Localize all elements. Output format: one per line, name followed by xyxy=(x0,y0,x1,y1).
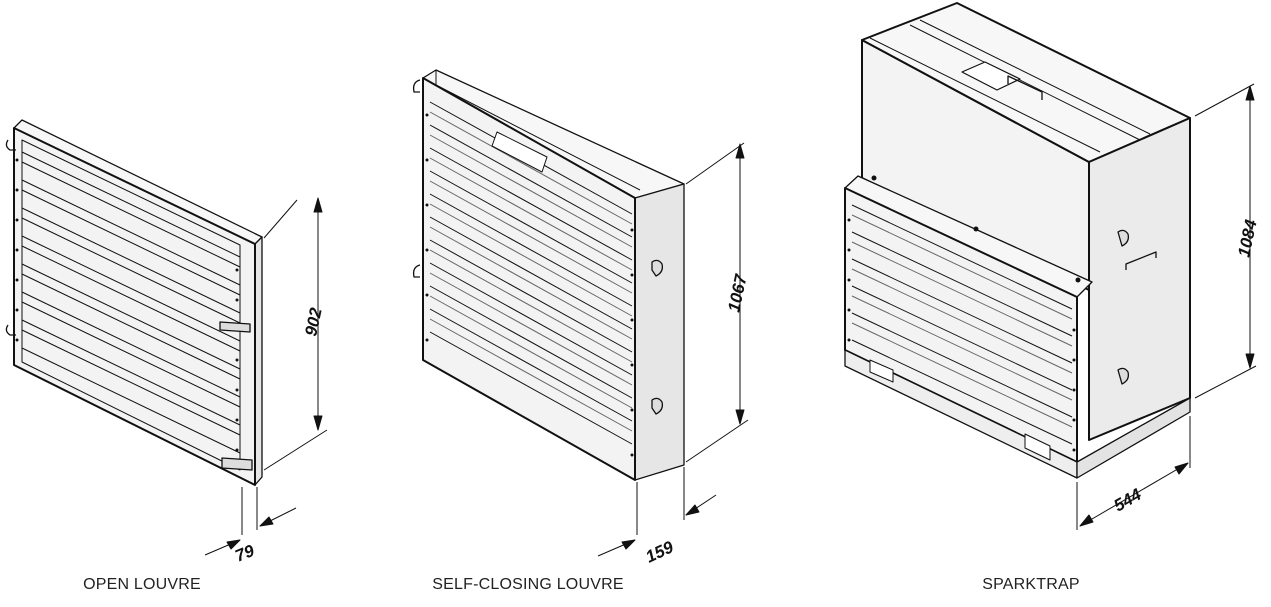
open-louvre-drawing: 902 79 xyxy=(5,119,328,566)
sparktrap-height-label: 1084 xyxy=(1234,217,1261,258)
open-louvre-brackets xyxy=(5,139,253,471)
open-louvre-rivets xyxy=(15,158,239,452)
sparktrap-width-dimension xyxy=(1076,416,1191,530)
caption-sparktrap: SPARKTRAP xyxy=(982,576,1080,593)
self-closing-top-panel xyxy=(491,131,548,173)
self-closing-height-label: 1067 xyxy=(724,271,751,313)
open-louvre-depth-dimension xyxy=(204,487,297,556)
caption-open-louvre: OPEN LOUVRE xyxy=(83,576,201,593)
self-closing-front xyxy=(422,77,636,481)
sparktrap-top-seams xyxy=(869,19,1151,153)
open-louvre-slats xyxy=(21,151,241,454)
sparktrap-top-handle xyxy=(961,61,1043,100)
sparktrap-rivets xyxy=(847,175,1081,452)
self-closing-height-dimension xyxy=(685,142,749,463)
sparktrap-side xyxy=(1088,117,1191,441)
sparktrap-height-dimension xyxy=(1194,83,1257,399)
self-closing-rivets xyxy=(425,113,634,457)
sparktrap-slats xyxy=(851,204,1073,445)
open-louvre-side xyxy=(254,236,263,486)
self-closing-slats xyxy=(429,101,633,445)
caption-self-closing-louvre: SELF-CLOSING LOUVRE xyxy=(432,576,624,593)
self-closing-louvre-drawing: 1067 159 xyxy=(412,69,751,567)
open-louvre-height-dimension xyxy=(263,197,328,471)
sparktrap-side-fittings xyxy=(1117,229,1157,385)
open-louvre-front xyxy=(13,127,256,486)
open-louvre-frame xyxy=(21,139,241,471)
sparktrap-width-label: 544 xyxy=(1111,485,1146,516)
self-closing-hooks xyxy=(412,79,664,415)
self-closing-side xyxy=(634,183,685,481)
self-closing-depth-dimension xyxy=(597,467,717,557)
self-closing-depth-label: 159 xyxy=(643,537,677,566)
open-louvre-height-label: 902 xyxy=(301,306,326,338)
sparktrap-drawing: 1084 544 xyxy=(844,2,1261,530)
sparktrap-base-side xyxy=(1076,397,1191,479)
